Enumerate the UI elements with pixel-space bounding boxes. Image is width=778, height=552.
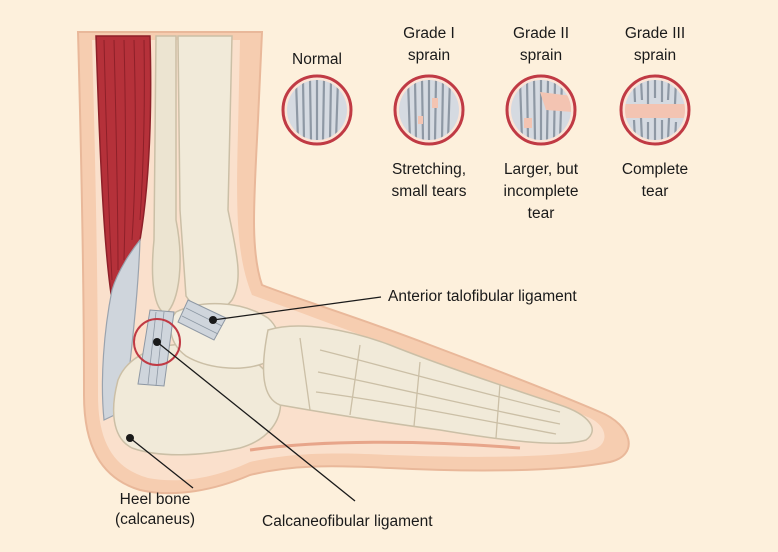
desc-line: Stretching, [391,161,467,178]
title-line: sprain [407,47,451,64]
title-line: Normal [292,51,342,68]
normal-ligament-circle [281,74,353,146]
grade2-title: Grade II sprain [501,23,581,67]
plantar-band [249,440,521,452]
title-line: Grade I [403,25,455,42]
heel-dot [126,434,134,442]
atfl-dot [209,316,217,324]
cfl-highlight-ring [133,318,181,366]
metatarsal-lines [299,337,561,439]
cfl-label: Calcaneofibular ligament [262,513,433,530]
grade3-ligament-circle [619,74,691,146]
grade1-title: Grade I sprain [389,23,469,67]
tibia-bone [177,35,239,312]
muscle-fibers [103,39,145,281]
grade1-description: Stretching, small tears [379,159,479,203]
desc-line: tear [527,205,555,222]
cfl-dot [153,338,161,346]
grade3-description: Complete tear [605,159,705,203]
heel-bone-label: Heel bone (calcaneus) [100,490,210,530]
fibula-bone [151,35,181,315]
achilles-tendon [101,238,141,421]
title-line: sprain [633,47,677,64]
title-line: Grade III [624,25,686,42]
heel-label-line: Heel bone [119,491,191,508]
desc-line: tear [641,183,669,200]
grade1-ligament-circle [393,74,465,146]
grade2-ligament-circle [505,74,577,146]
grade2-description: Larger, but incomplete tear [491,159,591,225]
grade3-title: Grade III sprain [615,23,695,67]
title-line: Grade II [513,25,569,42]
grade-normal-title: Normal [277,49,357,71]
desc-line: incomplete [503,183,579,200]
desc-line: Complete [621,161,689,178]
anterior-talofibular-ligament [177,299,227,341]
heel-label-line: (calcaneus) [114,511,196,528]
desc-line: Larger, but [503,161,579,178]
atfl-label: Anterior talofibular ligament [388,288,577,305]
title-line: sprain [519,47,563,64]
leader-lines [129,296,382,502]
desc-line: small tears [391,183,467,200]
